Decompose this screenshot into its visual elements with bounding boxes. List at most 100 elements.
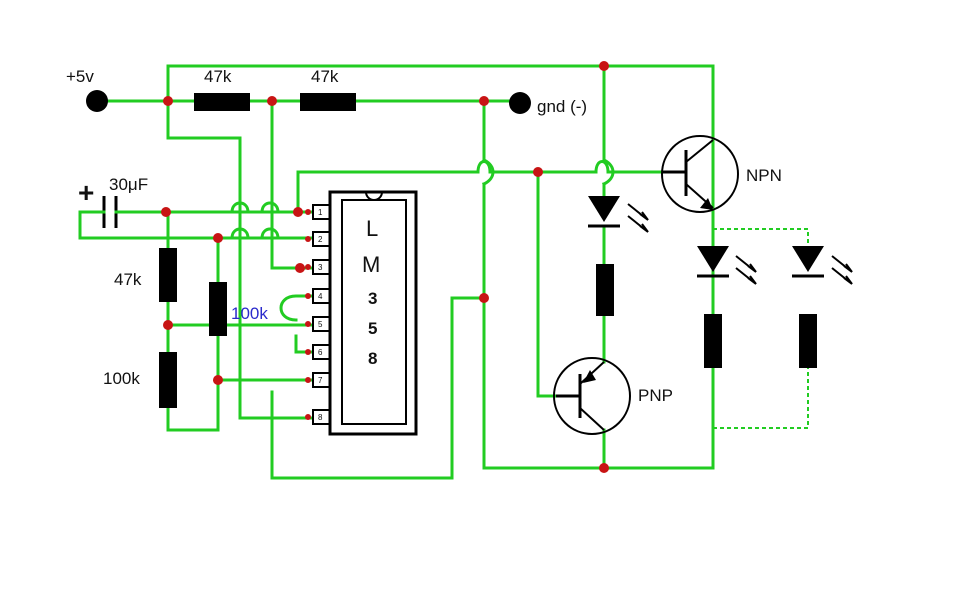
gnd-terminal <box>509 92 531 114</box>
label-resistor-top-right: 47k <box>311 67 339 86</box>
led-2 <box>697 246 757 285</box>
wire-pin2 <box>78 210 314 240</box>
node-8 <box>213 233 223 243</box>
ic-pin-box-1 <box>312 204 331 220</box>
node-pin-5 <box>305 321 311 327</box>
ic-pin-box-5 <box>312 316 331 332</box>
ic-letter-l: L <box>366 216 378 241</box>
pnp-circle <box>553 357 631 435</box>
junction-nodes <box>161 61 609 473</box>
ic-pin-label-3: 3 <box>318 263 323 272</box>
hop-1 <box>230 201 250 214</box>
node-12 <box>479 293 489 303</box>
npn-circle <box>661 135 739 213</box>
hop-4 <box>260 227 280 240</box>
labels: +5v gnd (-) 47k 47k 30μF + 47k 100k 100k… <box>66 67 782 405</box>
label-npn: NPN <box>746 166 782 185</box>
node-pin-7 <box>305 377 311 383</box>
resistor-led-1 <box>596 264 614 316</box>
ic-number-3: 3 <box>368 289 377 308</box>
label-resistor-top-left: 47k <box>204 67 232 86</box>
resistor-left-47k <box>159 248 177 302</box>
ic-lm358: 1 2 3 4 5 6 7 8 L M 3 5 8 <box>312 190 418 436</box>
wire-hops <box>230 157 615 240</box>
transistor-pnp <box>553 357 631 435</box>
resistor-top-right <box>300 93 356 111</box>
npn-arrow <box>700 198 713 210</box>
wire-to-pin8 <box>166 136 314 420</box>
node-2 <box>267 96 277 106</box>
label-pnp: PNP <box>638 386 673 405</box>
ic-pin-label-1: 1 <box>318 208 323 217</box>
ic-number-8: 8 <box>368 349 377 368</box>
ic-pins: 1 2 3 4 5 6 7 8 <box>312 204 331 425</box>
wire-to-pin3 <box>270 99 314 270</box>
hop-3 <box>230 227 250 240</box>
led-1 <box>588 196 649 233</box>
label-vplus: +5v <box>66 67 94 86</box>
ic-number-5: 5 <box>368 319 377 338</box>
ic-body <box>328 190 418 436</box>
resistor-mid-100k <box>209 282 227 336</box>
ic-pin-box-4 <box>312 288 331 304</box>
ic-pin-box-3 <box>312 259 331 275</box>
ic-pin-box-2 <box>312 231 331 247</box>
wire-pin1-up <box>296 170 480 215</box>
resistor-left-100k <box>159 352 177 408</box>
ic-pin-label-6: 6 <box>318 348 323 357</box>
capacitor <box>94 196 126 228</box>
pnp-arrow <box>583 370 596 383</box>
wires <box>78 64 809 480</box>
node-4 <box>599 61 609 71</box>
node-13 <box>599 463 609 473</box>
label-resistor-left-100k: 100k <box>103 369 140 388</box>
node-pin-4 <box>305 293 311 299</box>
label-resistor-mid-100k: 100k <box>231 304 268 323</box>
wire-optional-top <box>713 228 809 246</box>
hop-2 <box>260 201 280 214</box>
ic-pin-label-8: 8 <box>318 413 323 422</box>
wire-optional-bottom <box>713 368 809 429</box>
node-3 <box>479 96 489 106</box>
vplus-terminal <box>86 90 108 112</box>
hop-gnd <box>481 157 495 187</box>
label-gnd: gnd (-) <box>537 97 587 116</box>
led-3 <box>792 246 853 285</box>
node-7 <box>293 207 303 217</box>
resistor-top-left <box>194 93 250 111</box>
wire-top-rail <box>166 64 715 470</box>
ic-letter-m: M <box>362 252 380 277</box>
hop-led1 <box>601 157 615 187</box>
node-pin-3 <box>305 264 311 270</box>
node-5 <box>533 167 543 177</box>
wire-bottom-loop <box>270 296 486 480</box>
node-10 <box>163 320 173 330</box>
label-resistor-left-47k: 47k <box>114 270 142 289</box>
ic-pin-box-7 <box>312 372 331 388</box>
node-1 <box>163 96 173 106</box>
ic-pin-label-5: 5 <box>318 320 323 329</box>
transistor-npn <box>661 135 739 213</box>
node-pin-8 <box>305 414 311 420</box>
wire-pnp-base <box>536 170 558 398</box>
node-pin-2 <box>305 236 311 242</box>
ic-pin-label-2: 2 <box>318 235 323 244</box>
ic-pin-box-8 <box>312 409 331 425</box>
ic-pin-label-7: 7 <box>318 376 323 385</box>
wire-pin4-loop <box>279 294 314 322</box>
node-11 <box>213 375 223 385</box>
node-pin-6 <box>305 349 311 355</box>
wire-gnd-vertical-lower <box>482 182 715 470</box>
label-cap-plus: + <box>78 177 94 208</box>
ic-notch <box>365 191 383 201</box>
ic-pin-box-6 <box>312 344 331 360</box>
hop-6 <box>594 160 610 174</box>
resistor-led-2 <box>704 314 722 368</box>
node-6 <box>161 207 171 217</box>
node-9 <box>295 263 305 273</box>
ic-pin-label-4: 4 <box>318 292 323 301</box>
wire-ladder-bottom <box>166 376 220 432</box>
label-capacitor: 30μF <box>109 175 148 194</box>
resistor-led-3 <box>799 314 817 368</box>
